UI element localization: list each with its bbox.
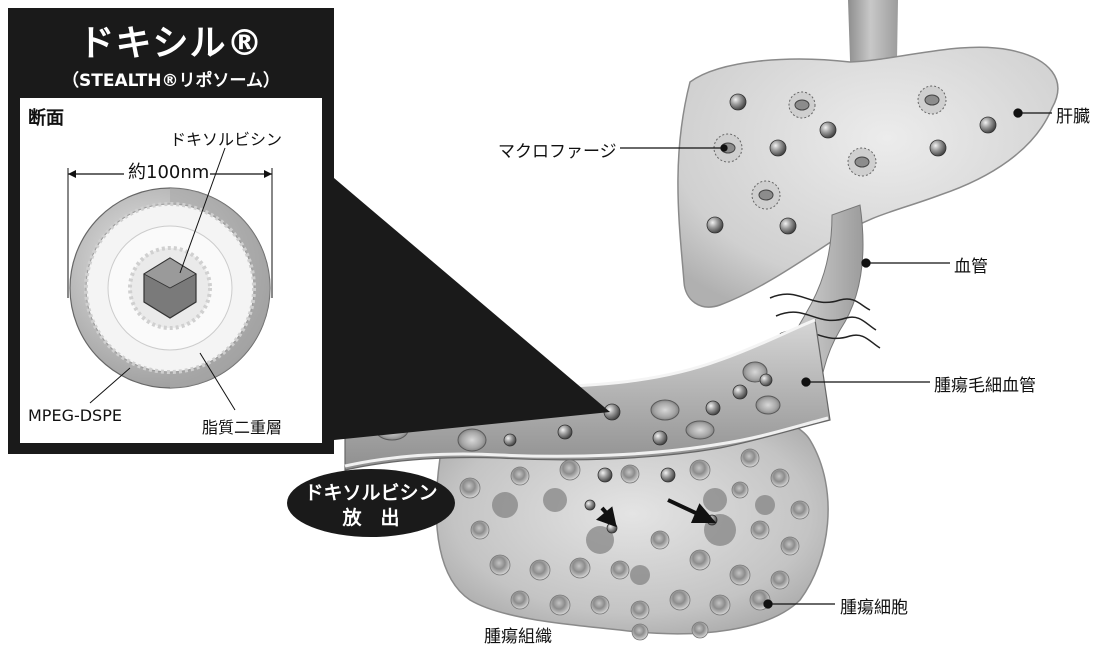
inset-panel: ドキシル® （STEALTH®リポソーム） 断面 ドキソルビシン 約100nm … (8, 8, 334, 454)
macrophage-label: マクロファージ (498, 137, 617, 162)
liposome-cross-section (20, 98, 322, 443)
tumor-cell-label: 腫瘍細胞 (840, 593, 908, 618)
liver-shape (678, 47, 1058, 307)
tumor-capillary-label: 腫瘍毛細血管 (934, 371, 1036, 396)
zoom-wedge (334, 178, 610, 440)
panel-title: ドキシル® (8, 14, 334, 66)
tumor-tissue-label: 腫瘍組織 (484, 622, 552, 647)
release-label-line2: 放 出 (291, 503, 451, 530)
cross-section-box: 断面 ドキソルビシン 約100nm MPEG-DSPE 脂質二重層 (20, 98, 322, 443)
liver-label: 肝臓 (1056, 102, 1090, 127)
panel-subtitle: （STEALTH®リポソーム） (8, 66, 334, 91)
release-label-line1: ドキソルビシン (291, 478, 451, 505)
blood-vessel-label: 血管 (954, 252, 988, 277)
